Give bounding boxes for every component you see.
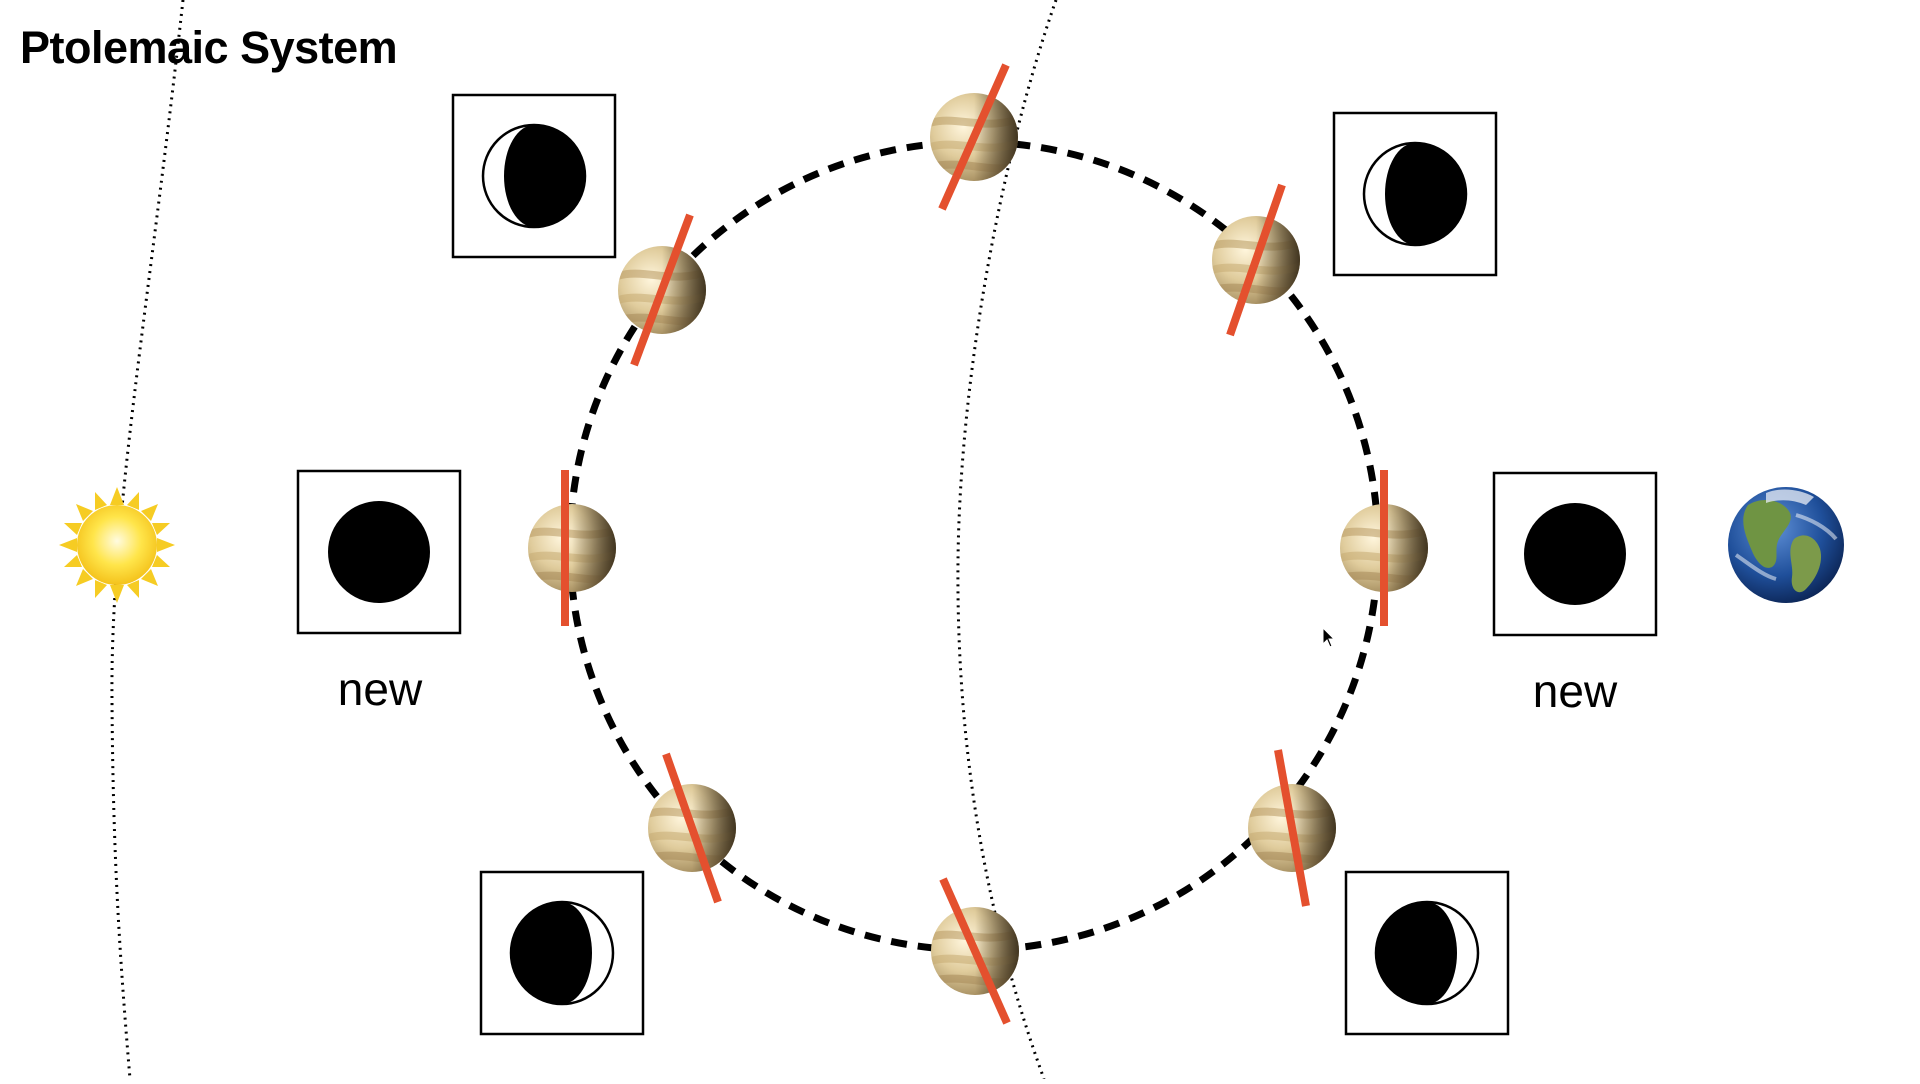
label-new-left: new bbox=[338, 663, 423, 715]
label-new-right: new bbox=[1533, 665, 1618, 717]
moon-phase-icon bbox=[1524, 503, 1626, 605]
phase-box-upper-left bbox=[451, 93, 617, 259]
venus-icon bbox=[648, 752, 736, 904]
phase-box-new-right bbox=[1492, 471, 1658, 637]
phase-box-new-left bbox=[296, 469, 462, 635]
venus-icon bbox=[1248, 749, 1336, 907]
page-title: Ptolemaic System bbox=[20, 22, 398, 73]
center-deferent-curve bbox=[956, 0, 1058, 1080]
moon-phase-icon bbox=[328, 501, 430, 603]
venus-icon bbox=[1212, 183, 1300, 337]
venus-icon bbox=[931, 877, 1019, 1025]
venus-icon bbox=[528, 470, 616, 626]
phase-box-lower-right bbox=[1344, 870, 1510, 1036]
moon-phase-icon bbox=[481, 123, 587, 229]
phase-box-lower-left bbox=[479, 870, 645, 1036]
sun-icon bbox=[59, 487, 175, 603]
moon-phase-icon bbox=[509, 900, 615, 1006]
moon-phase-icon bbox=[1374, 900, 1480, 1006]
earth-icon bbox=[1728, 487, 1844, 603]
mouse-cursor-icon bbox=[1322, 626, 1336, 648]
venus-icon bbox=[618, 213, 706, 367]
venus-icon bbox=[930, 63, 1018, 211]
phase-box-upper-right bbox=[1332, 111, 1498, 277]
venus-icon bbox=[1340, 470, 1428, 626]
left-deferent-curve bbox=[110, 0, 185, 1080]
moon-phase-icon bbox=[1362, 141, 1468, 247]
